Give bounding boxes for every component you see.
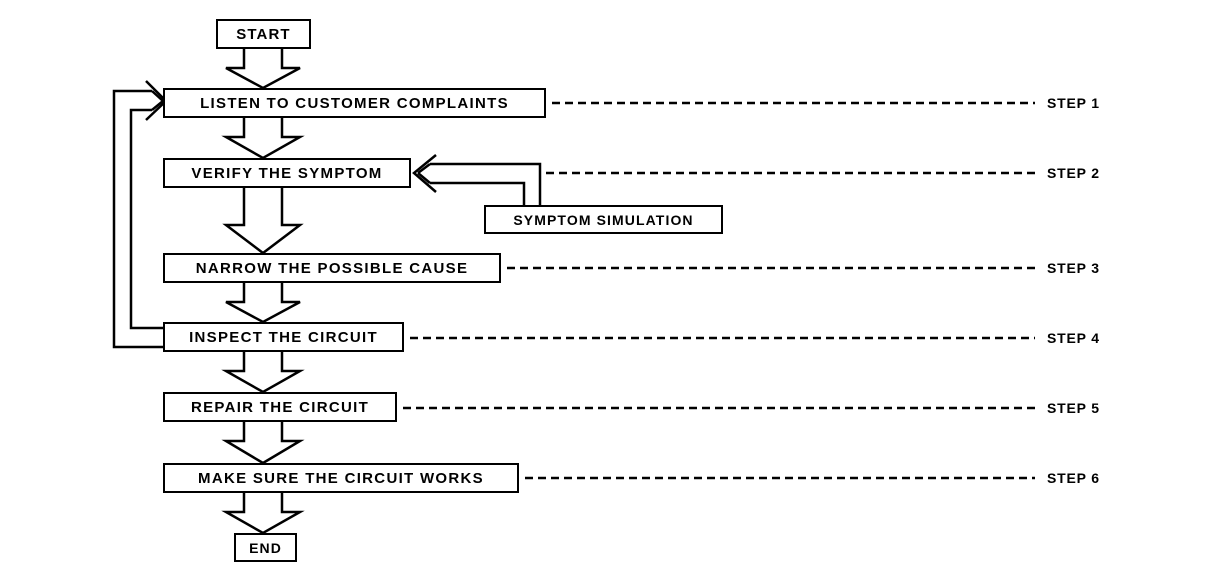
node-step6-make-sure-the-circuit-works[interactable]: MAKE SURE THE CIRCUIT WORKS xyxy=(163,463,519,493)
step-label-4: STEP 4 xyxy=(1047,330,1100,346)
step-label-5: STEP 5 xyxy=(1047,400,1100,416)
block-arrow-step5-to-step6 xyxy=(221,422,305,465)
step-label-2: STEP 2 xyxy=(1047,165,1100,181)
step-leader-lines xyxy=(403,101,1035,480)
node-symptom-simulation[interactable]: SYMPTOM SIMULATION xyxy=(484,205,723,234)
node-step4-inspect-the-circuit[interactable]: INSPECT THE CIRCUIT xyxy=(163,322,404,352)
block-arrow-step3-to-step4 xyxy=(225,283,301,324)
block-arrow-step6-to-end xyxy=(221,493,305,535)
step-label-1: STEP 1 xyxy=(1047,95,1100,111)
step-label-6: STEP 6 xyxy=(1047,470,1100,486)
node-step2-label: VERIFY THE SYMPTOM xyxy=(191,164,383,182)
block-arrow-step2-to-step3 xyxy=(222,188,304,255)
step-label-3: STEP 3 xyxy=(1047,260,1100,276)
node-step5-repair-the-circuit[interactable]: REPAIR THE CIRCUIT xyxy=(163,392,397,422)
node-step5-label: REPAIR THE CIRCUIT xyxy=(190,398,370,416)
node-step1-label: LISTEN TO CUSTOMER COMPLAINTS xyxy=(200,94,509,112)
node-step3-narrow-the-possible-cause[interactable]: NARROW THE POSSIBLE CAUSE xyxy=(163,253,501,283)
feedback-loop-outer-inspect-to-listen xyxy=(112,89,163,349)
block-arrow-step4-to-step5 xyxy=(221,352,305,394)
block-arrow-step1-to-step2 xyxy=(221,118,305,160)
simulation-to-verify-lower xyxy=(430,181,526,205)
node-end[interactable]: END xyxy=(234,533,297,562)
feedback-loop-inner-inspect-to-listen xyxy=(129,108,163,330)
node-symptom-simulation-label: SYMPTOM SIMULATION xyxy=(513,211,694,228)
node-step4-label: INSPECT THE CIRCUIT xyxy=(189,328,378,346)
node-step1-listen-to-customer-complaints[interactable]: LISTEN TO CUSTOMER COMPLAINTS xyxy=(163,88,546,118)
node-start-label: START xyxy=(236,25,291,43)
simulation-to-verify-upper xyxy=(430,162,542,205)
node-end-label: END xyxy=(249,539,282,556)
node-step6-label: MAKE SURE THE CIRCUIT WORKS xyxy=(198,469,484,487)
block-arrow-start-to-step1 xyxy=(225,49,301,90)
simulation-arrowhead xyxy=(412,154,437,193)
node-step2-verify-the-symptom[interactable]: VERIFY THE SYMPTOM xyxy=(163,158,411,188)
node-start[interactable]: START xyxy=(216,19,311,49)
node-step3-label: NARROW THE POSSIBLE CAUSE xyxy=(195,259,469,277)
